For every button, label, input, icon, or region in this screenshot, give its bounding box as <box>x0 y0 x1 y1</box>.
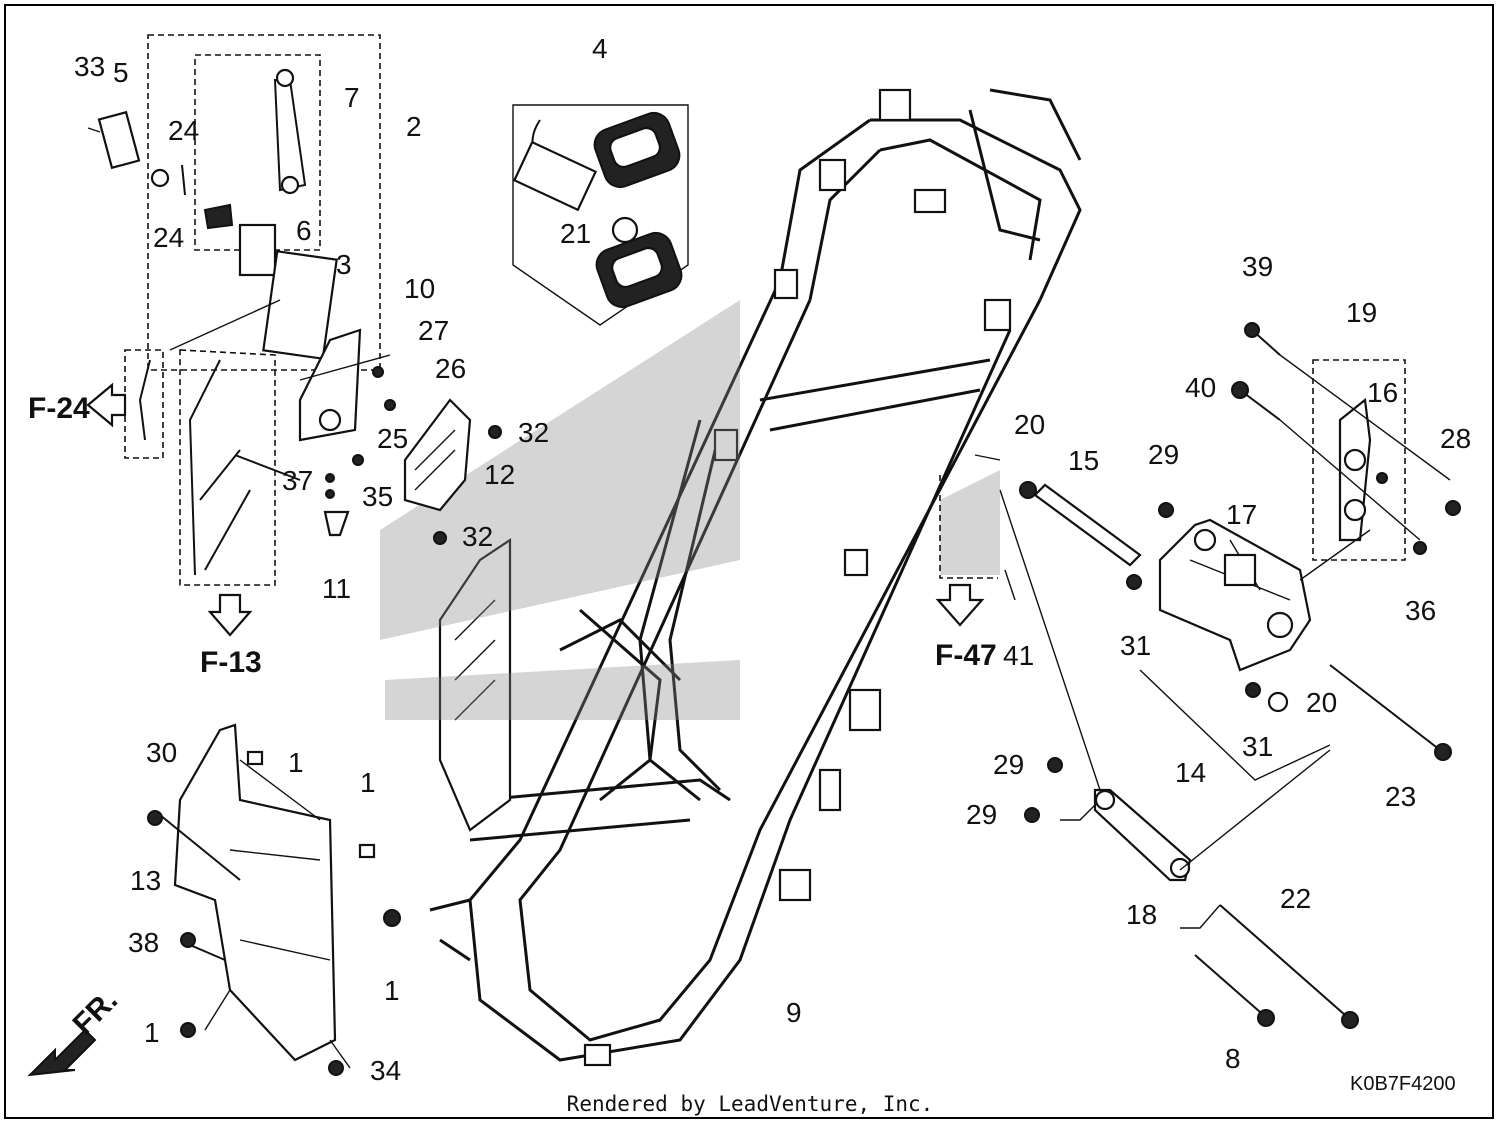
shading-zones <box>380 300 740 720</box>
callout-36: 36 <box>1405 595 1436 626</box>
callout-40: 40 <box>1185 372 1216 403</box>
ref-arrow-f13[interactable]: F-13 <box>200 593 262 679</box>
callout-8: 8 <box>1225 1043 1241 1074</box>
callout-1: 1 <box>360 767 376 798</box>
callout-39: 39 <box>1242 251 1273 282</box>
callout-18: 18 <box>1126 899 1157 930</box>
callout-30: 30 <box>146 737 177 768</box>
callout-20: 20 <box>1306 687 1337 718</box>
callout-5: 5 <box>113 57 129 88</box>
callout-4: 4 <box>592 33 608 64</box>
callout-22: 22 <box>1280 883 1311 914</box>
main-frame[interactable] <box>429 88 1082 1067</box>
callout-23: 23 <box>1385 781 1416 812</box>
callout-19: 19 <box>1346 297 1377 328</box>
callout-1: 1 <box>384 975 400 1006</box>
cover-part-12[interactable] <box>403 398 502 545</box>
callout-28: 28 <box>1440 423 1471 454</box>
callout-29: 29 <box>1148 439 1179 470</box>
callout-25: 25 <box>377 423 408 454</box>
callout-17: 17 <box>1226 499 1257 530</box>
callout-20: 20 <box>1014 409 1045 440</box>
callout-6: 6 <box>296 215 312 246</box>
callout-15: 15 <box>1068 445 1099 476</box>
right-side-parts[interactable] <box>939 322 1461 1029</box>
callout-33: 33 <box>74 51 105 82</box>
callout-2: 2 <box>406 111 422 142</box>
callout-21: 21 <box>560 218 591 249</box>
drawing-code: K0B7F4200 <box>1350 1073 1456 1095</box>
key-set-group[interactable] <box>512 104 689 326</box>
svg-text:FR.: FR. <box>67 984 125 1042</box>
callout-3: 3 <box>336 249 352 280</box>
callout-12: 12 <box>484 459 515 490</box>
callout-1: 1 <box>144 1017 160 1048</box>
ref-arrow-f47[interactable]: F-47 <box>935 583 997 672</box>
ref-arrow-f24[interactable]: F-24 <box>28 382 127 428</box>
callout-32: 32 <box>518 417 549 448</box>
callout-27: 27 <box>418 315 449 346</box>
front-direction-arrow: FR. <box>27 984 125 1077</box>
diagram-border <box>4 4 1494 1119</box>
callout-16: 16 <box>1367 377 1398 408</box>
callout-37: 37 <box>282 465 313 496</box>
footer-credit: Rendered by LeadVenture, Inc. <box>566 1092 934 1116</box>
callout-32: 32 <box>462 521 493 552</box>
callout-10: 10 <box>404 273 435 304</box>
callout-11: 11 <box>322 573 351 604</box>
callout-31: 31 <box>1242 731 1273 762</box>
svg-text:F-13: F-13 <box>200 646 262 679</box>
callout-41: 41 <box>1003 640 1034 671</box>
callout-35: 35 <box>362 481 393 512</box>
callout-26: 26 <box>435 353 466 384</box>
callout-29: 29 <box>966 799 997 830</box>
callout-38: 38 <box>128 927 159 958</box>
callout-34: 34 <box>370 1055 401 1086</box>
callout-31: 31 <box>1120 630 1151 661</box>
callout-24: 24 <box>168 115 199 146</box>
callout-7: 7 <box>344 82 360 113</box>
upper-left-assembly <box>87 34 396 586</box>
lower-left-stay[interactable] <box>147 723 401 1076</box>
callout-29: 29 <box>993 749 1024 780</box>
svg-text:F-24: F-24 <box>28 392 90 425</box>
callout-9: 9 <box>786 997 802 1028</box>
callout-1: 1 <box>288 747 304 778</box>
svg-text:F-47: F-47 <box>935 639 997 672</box>
callout-13: 13 <box>130 865 161 896</box>
callout-24: 24 <box>153 222 184 253</box>
callout-14: 14 <box>1175 757 1206 788</box>
callout-numbers: 33 5 24 24 7 2 6 3 10 27 26 25 37 35 11 … <box>74 33 1471 1086</box>
